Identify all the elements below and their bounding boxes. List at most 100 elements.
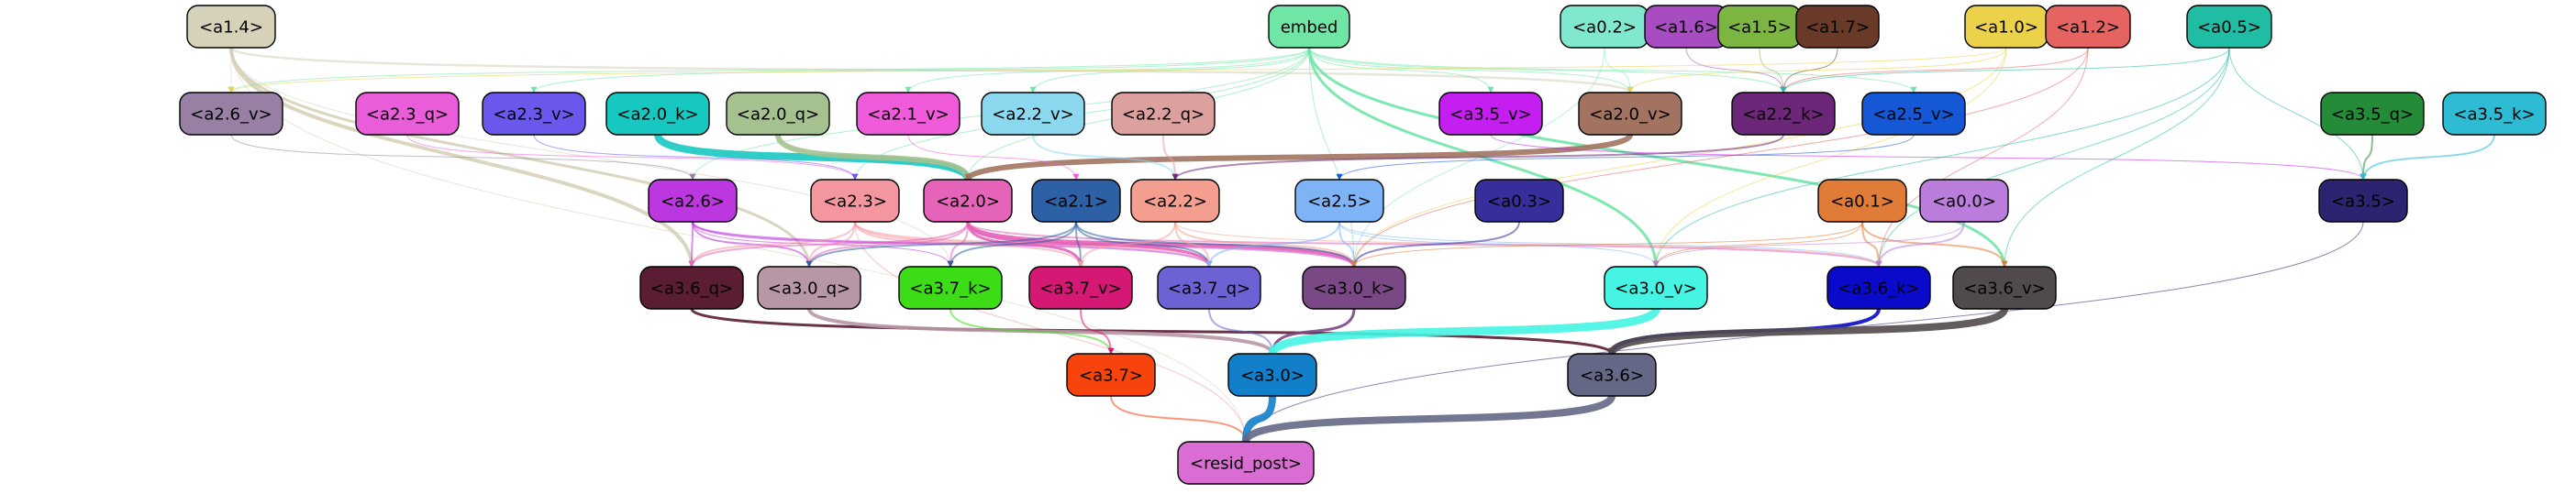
node-a3_5_k[interactable]: <a3.5_k>	[2442, 92, 2547, 136]
node-a3_7[interactable]: <a3.7>	[1066, 353, 1156, 397]
node-label-a2_0_q: <a2.0_q>	[737, 105, 819, 125]
node-a2_0_k[interactable]: <a2.0_k>	[605, 92, 710, 136]
node-box-a2_0_k[interactable]	[605, 92, 710, 136]
node-a2_2[interactable]: <a2.2>	[1130, 179, 1220, 223]
node-a3_7_v[interactable]: <a3.7_v>	[1028, 266, 1133, 310]
node-a3_6[interactable]: <a3.6>	[1567, 353, 1657, 397]
node-a1_2[interactable]: <a1.2>	[2045, 5, 2131, 49]
node-a2_5_v[interactable]: <a2.5_v>	[1861, 92, 1966, 136]
node-a1_6[interactable]: <a1.6>	[1644, 5, 1728, 49]
node-a2_6_v[interactable]: <a2.6_v>	[179, 92, 283, 136]
node-box-a2_2_v[interactable]	[981, 92, 1085, 136]
node-box-a2_0[interactable]	[923, 179, 1013, 223]
node-a3_0_q[interactable]: <a3.0_q>	[757, 266, 861, 310]
node-box-a3_6[interactable]	[1567, 353, 1657, 397]
node-label-a2_1_v: <a2.1_v>	[867, 105, 949, 125]
node-box-a2_6[interactable]	[648, 179, 738, 223]
node-box-a3_0_k[interactable]	[1302, 266, 1406, 310]
node-a2_3[interactable]: <a2.3>	[810, 179, 900, 223]
edge-a3_7_k-to-a3_7	[949, 308, 1115, 355]
edge-a0_2-to-a2_0_v	[1604, 47, 1634, 93]
node-label-a2_5_v: <a2.5_v>	[1872, 105, 1954, 125]
node-box-a2_3_q[interactable]	[355, 92, 460, 136]
node-box-a2_2_q[interactable]	[1111, 92, 1216, 136]
node-a2_2_v[interactable]: <a2.2_v>	[981, 92, 1085, 136]
node-box-a3_6_q[interactable]	[639, 266, 744, 310]
node-label-a2_6_v: <a2.6_v>	[190, 105, 272, 125]
node-a3_0[interactable]: <a3.0>	[1227, 353, 1317, 397]
node-a3_6_k[interactable]: <a3.6_k>	[1827, 266, 1931, 310]
node-a3_0_k[interactable]: <a3.0_k>	[1302, 266, 1406, 310]
node-box-a3_7[interactable]	[1066, 353, 1156, 397]
node-label-a2_2_q: <a2.2_q>	[1122, 105, 1205, 125]
node-a3_6_v[interactable]: <a3.6_v>	[1952, 266, 2057, 310]
node-box-a0_1[interactable]	[1817, 179, 1907, 223]
node-box-a1_4[interactable]	[186, 5, 276, 49]
edge-a1_2-to-a3_0_k	[1350, 47, 2089, 268]
node-box-a1_2[interactable]	[2045, 5, 2131, 49]
node-box-a3_5_v[interactable]	[1438, 92, 1543, 136]
node-box-a0_0[interactable]	[1919, 179, 2009, 223]
node-box-a3_7_v[interactable]	[1028, 266, 1133, 310]
node-box-a3_7_k[interactable]	[898, 266, 1003, 310]
node-a2_0_q[interactable]: <a2.0_q>	[726, 92, 830, 136]
node-box-a3_6_v[interactable]	[1952, 266, 2057, 310]
node-a1_4[interactable]: <a1.4>	[186, 5, 276, 49]
node-a1_7[interactable]: <a1.7>	[1795, 5, 1880, 49]
node-a3_7_k[interactable]: <a3.7_k>	[898, 266, 1003, 310]
node-box-a3_7_q[interactable]	[1157, 266, 1261, 310]
node-a1_5[interactable]: <a1.5>	[1717, 5, 1802, 49]
node-a2_1[interactable]: <a2.1>	[1031, 179, 1121, 223]
node-box-a2_3_v[interactable]	[482, 92, 586, 136]
node-box-a3_0_v[interactable]	[1604, 266, 1708, 310]
node-box-a3_5_k[interactable]	[2442, 92, 2547, 136]
node-a0_3[interactable]: <a0.3>	[1474, 179, 1564, 223]
node-a2_2_q[interactable]: <a2.2_q>	[1111, 92, 1216, 136]
node-a3_7_q[interactable]: <a3.7_q>	[1157, 266, 1261, 310]
node-box-a2_6_v[interactable]	[179, 92, 283, 136]
node-box-a2_1[interactable]	[1031, 179, 1121, 223]
node-a0_5[interactable]: <a0.5>	[2186, 5, 2272, 49]
node-box-a2_5[interactable]	[1294, 179, 1384, 223]
node-box-a2_3[interactable]	[810, 179, 900, 223]
node-a2_5[interactable]: <a2.5>	[1294, 179, 1384, 223]
node-label-a3_6_k: <a3.6_k>	[1838, 280, 1919, 299]
node-box-a2_1_v[interactable]	[856, 92, 960, 136]
node-box-a3_0_q[interactable]	[757, 266, 861, 310]
node-a2_0_v[interactable]: <a2.0_v>	[1578, 92, 1682, 136]
edge-a0_5-to-a3_6_k	[1875, 47, 2230, 268]
node-box-a3_6_k[interactable]	[1827, 266, 1931, 310]
node-resid_post[interactable]: <resid_post>	[1177, 441, 1315, 485]
node-a0_0[interactable]: <a0.0>	[1919, 179, 2009, 223]
node-embed[interactable]: embed	[1268, 5, 1350, 49]
node-a2_3_v[interactable]: <a2.3_v>	[482, 92, 586, 136]
node-box-a0_5[interactable]	[2186, 5, 2272, 49]
node-box-a1_7[interactable]	[1795, 5, 1880, 49]
node-box-a3_0[interactable]	[1227, 353, 1317, 397]
node-box-embed[interactable]	[1268, 5, 1350, 49]
node-a3_5_v[interactable]: <a3.5_v>	[1438, 92, 1543, 136]
node-a2_2_k[interactable]: <a2.2_k>	[1731, 92, 1836, 136]
node-box-a2_0_q[interactable]	[726, 92, 830, 136]
node-box-a2_2_k[interactable]	[1731, 92, 1836, 136]
node-box-resid_post[interactable]	[1177, 441, 1315, 485]
node-box-a3_5[interactable]	[2318, 179, 2408, 223]
node-a3_5[interactable]: <a3.5>	[2318, 179, 2408, 223]
edge-a2_0-to-a3_0_k	[966, 221, 1358, 268]
node-box-a2_2[interactable]	[1130, 179, 1220, 223]
node-a0_1[interactable]: <a0.1>	[1817, 179, 1907, 223]
edge-a2_1-to-a3_7_k	[947, 221, 1077, 268]
node-a3_6_q[interactable]: <a3.6_q>	[639, 266, 744, 310]
node-a3_0_v[interactable]: <a3.0_v>	[1604, 266, 1708, 310]
node-box-a2_5_v[interactable]	[1861, 92, 1966, 136]
node-a2_6[interactable]: <a2.6>	[648, 179, 738, 223]
node-box-a2_0_v[interactable]	[1578, 92, 1682, 136]
node-box-a3_5_q[interactable]	[2320, 92, 2425, 136]
node-a2_3_q[interactable]: <a2.3_q>	[355, 92, 460, 136]
node-a3_5_q[interactable]: <a3.5_q>	[2320, 92, 2425, 136]
node-box-a0_3[interactable]	[1474, 179, 1564, 223]
node-a1_0[interactable]: <a1.0>	[1964, 5, 2049, 49]
node-a2_1_v[interactable]: <a2.1_v>	[856, 92, 960, 136]
node-a2_0[interactable]: <a2.0>	[923, 179, 1013, 223]
node-a0_2[interactable]: <a0.2>	[1560, 5, 1649, 49]
